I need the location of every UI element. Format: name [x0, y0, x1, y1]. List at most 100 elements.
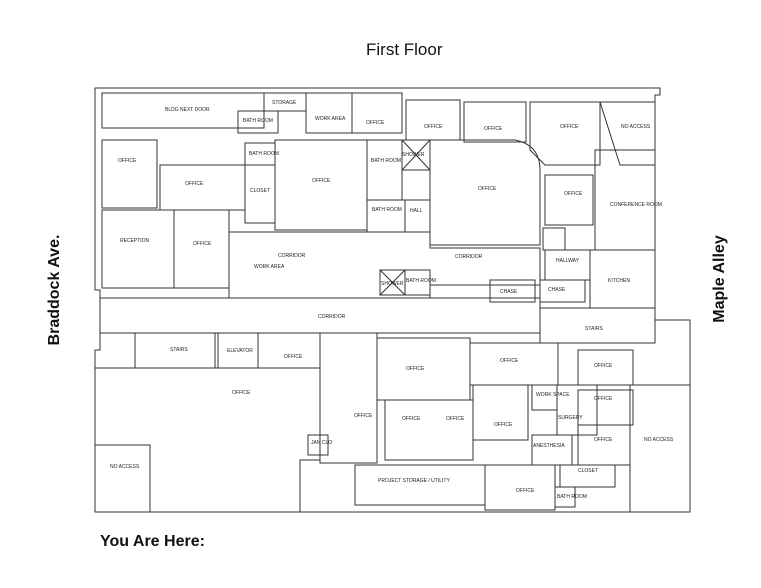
building-outline: [94, 87, 691, 513]
label-office-8a: OFFICE: [402, 416, 421, 422]
label-office-3: OFFICE: [193, 241, 212, 247]
room-hall: [404, 199, 431, 233]
room-hallway: [544, 249, 591, 281]
label-office-4: OFFICE: [284, 354, 303, 360]
room-anesthesia: [531, 434, 573, 466]
label-closet-lower: CLOSET: [578, 468, 598, 474]
you-are-here-label: You Are Here:: [100, 533, 205, 550]
room-office-10: [577, 349, 634, 386]
shower-x-top: [401, 139, 431, 171]
room-chase-1: [489, 279, 536, 303]
room-office-right: [544, 174, 594, 226]
label-office-top-4: OFFICE: [560, 124, 579, 130]
floor-title: First Floor: [366, 40, 443, 59]
label-stairs-left: STAIRS: [170, 347, 188, 353]
label-bath-mid: BATH ROOM: [406, 278, 436, 284]
label-bldg-next-door: BLDG NEXT DOOR: [165, 107, 210, 113]
label-conference: CONFERENCE ROOM: [610, 202, 662, 208]
room-office-top-3: [463, 101, 527, 143]
room-office-top-2: [405, 99, 461, 141]
room-bath-lower: [554, 486, 576, 508]
label-office-5: OFFICE: [354, 413, 373, 419]
label-office-8b: OFFICE: [446, 416, 465, 422]
label-no-access-left: NO ACCESS: [110, 464, 140, 470]
label-reception: RECEPTION: [120, 238, 150, 244]
label-office-10: OFFICE: [594, 363, 613, 369]
room-work-area-top: [305, 92, 353, 134]
room-bath-small: [542, 227, 566, 251]
label-office-9: OFFICE: [494, 422, 513, 428]
label-shower-mid: SHOWER: [381, 281, 404, 287]
label-office-mid-left: OFFICE: [185, 181, 204, 187]
label-office-13: OFFICE: [516, 488, 535, 494]
label-office-12: OFFICE: [594, 437, 613, 443]
room-office-big-1: [274, 139, 368, 231]
room-office-8: [384, 399, 474, 461]
label-work-area-mid: WORK AREA: [254, 264, 285, 270]
label-work-space: WORK SPACE: [536, 392, 570, 398]
label-office-7: OFFICE: [500, 358, 519, 364]
room-office-3: [173, 209, 230, 289]
room-project-storage: [354, 464, 486, 506]
room-office-top-4: [529, 101, 601, 166]
room-no-access-top: [599, 101, 656, 166]
room-jan-clo: [307, 434, 329, 456]
label-chase-1: CHASE: [500, 289, 518, 295]
label-project-storage: PROJECT STORAGE / UTILITY: [378, 478, 450, 484]
room-bath-top: [237, 110, 279, 134]
label-office-6: OFFICE: [406, 366, 425, 372]
label-office-top-3: OFFICE: [484, 126, 503, 132]
room-reception: [101, 209, 175, 289]
label-closet: CLOSET: [250, 188, 270, 194]
label-bath-top: BATH ROOM: [243, 118, 273, 124]
label-office-large-lower: OFFICE: [232, 390, 251, 396]
room-closet: [244, 164, 276, 224]
room-closet-lower: [559, 464, 616, 488]
label-office-top-2: OFFICE: [424, 124, 443, 130]
room-stairs-right: [539, 307, 656, 344]
label-office-11: OFFICE: [594, 396, 613, 402]
label-shower-top: SHOWER: [402, 152, 425, 158]
label-corridor-2: CORRIDOR: [455, 254, 483, 260]
label-office-left: OFFICE: [118, 158, 137, 164]
label-bath-4: BATH ROOM: [372, 207, 402, 213]
label-kitchen: KITCHEN: [608, 278, 630, 284]
label-chase-2: CHASE: [548, 287, 566, 293]
label-office-big-1: OFFICE: [312, 178, 331, 184]
label-bath-3: BATH ROOM: [371, 158, 401, 164]
room-surgery: [556, 384, 598, 436]
room-office-7: [469, 342, 559, 386]
room-bath-4: [366, 199, 406, 233]
room-office-4: [257, 332, 321, 369]
label-hallway: HALLWAY: [556, 258, 580, 264]
label-no-access-top: NO ACCESS: [621, 124, 651, 130]
label-office-big-2: OFFICE: [478, 186, 497, 192]
label-surgery: SURGERY: [558, 415, 583, 421]
room-bath-mid: [404, 269, 431, 296]
label-stairs-right: STAIRS: [585, 326, 603, 332]
label-corridor-lower: CORRIDOR: [318, 314, 346, 320]
label-bath-2: BATH ROOM: [249, 151, 279, 157]
label-office-right: OFFICE: [564, 191, 583, 197]
shower-x-mid: [379, 269, 406, 296]
room-office-mid-left: [159, 164, 246, 211]
room-no-access-lower: [629, 384, 691, 513]
label-anesthesia: ANESTHESIA: [533, 443, 565, 449]
label-corridor-1: CORRIDOR: [278, 253, 306, 259]
room-office-9: [472, 384, 529, 441]
label-storage: STORAGE: [272, 100, 297, 106]
room-office-big-2: [429, 139, 541, 246]
room-no-access-left: [94, 444, 151, 513]
label-elevator: ELEVATOR: [227, 348, 253, 354]
label-hall: HALL: [410, 208, 423, 214]
label-bath-lower: BATH ROOM: [557, 494, 587, 500]
room-office-12: [577, 424, 631, 466]
label-work-area-top: WORK AREA: [315, 116, 346, 122]
label-office-top-1: OFFICE: [366, 120, 385, 126]
room-office-top-1: [351, 92, 403, 134]
room-office-large-lower: [94, 367, 321, 513]
label-jan-clo: JAN CLO: [311, 440, 332, 446]
label-no-access-lower: NO ACCESS: [644, 437, 674, 443]
room-labels: BLDG NEXT DOOR STORAGE BATH ROOM WORK AR…: [110, 100, 674, 500]
